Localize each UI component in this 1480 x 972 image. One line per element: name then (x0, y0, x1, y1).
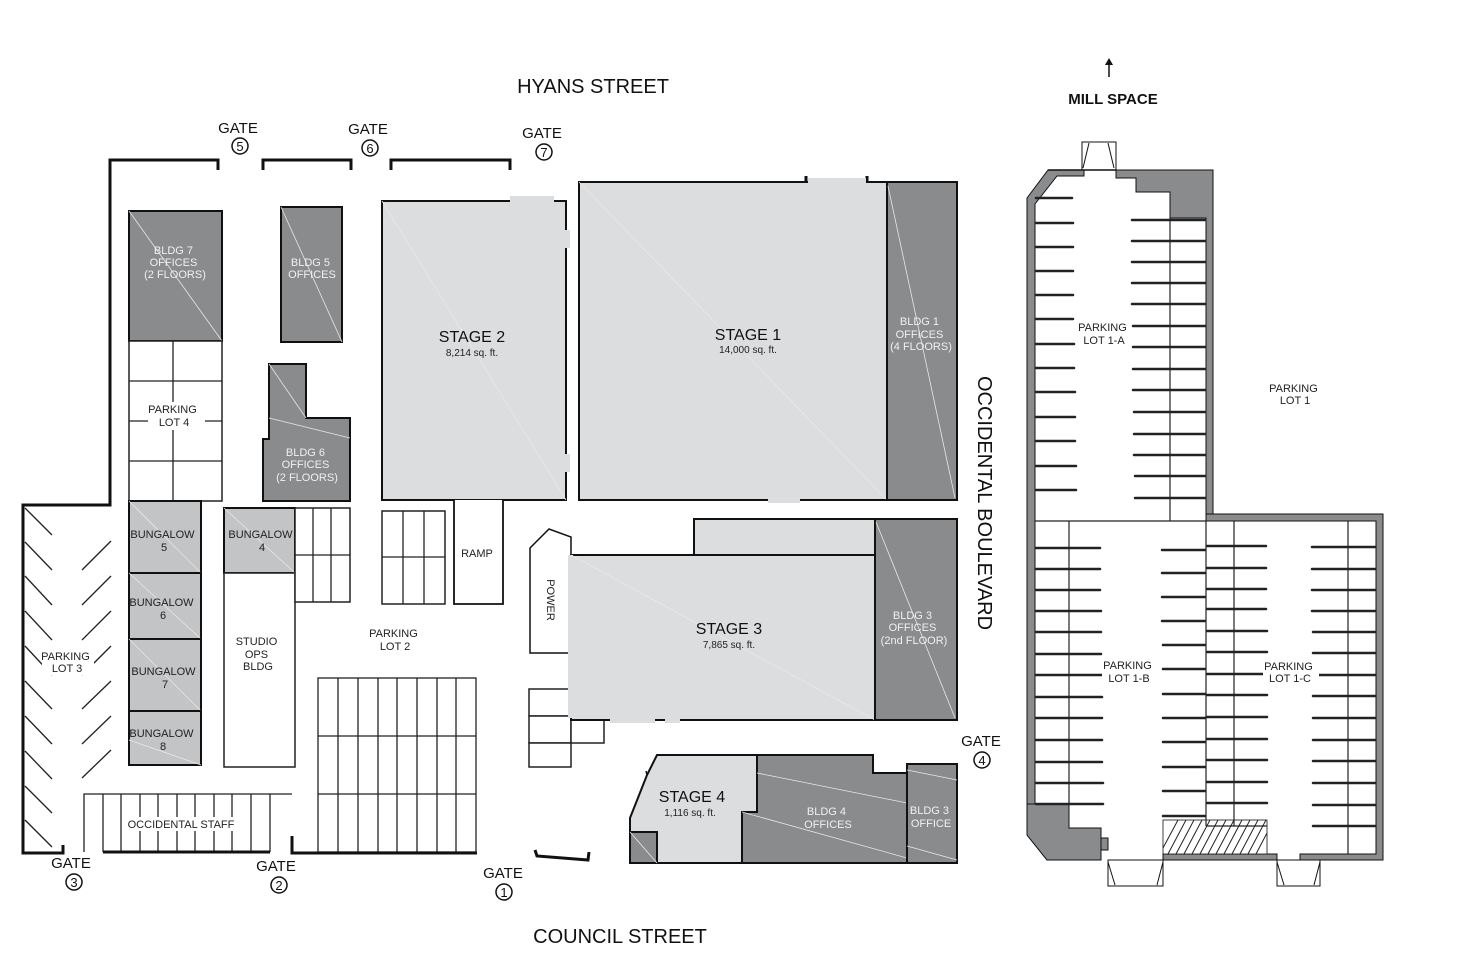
gate-number: 6 (366, 141, 373, 156)
bungalow-6[interactable]: BUNGALOW 6 (128, 572, 202, 640)
parking-lot-1a-label: PARKING LOT 1-A (1078, 322, 1130, 347)
building-label: BLDG 4 OFFICES (804, 806, 852, 831)
building-bldg-3-office[interactable]: BLDG 3 OFFICE (906, 763, 958, 864)
arrow-up-icon-head (1105, 58, 1113, 65)
stage-title: STAGE 1 (715, 327, 781, 344)
building-label: BLDG 1 OFFICES (4 FLOORS) (890, 316, 952, 353)
building-label: BLDG 3 OFFICE (910, 805, 952, 830)
mill-space-label: MILL SPACE (1068, 91, 1157, 108)
gate-label: GATE (348, 121, 388, 138)
stage-area: 1,116 sq. ft. (664, 808, 716, 819)
gate-number: 5 (236, 139, 243, 154)
gate-2[interactable]: GATE 2 (256, 858, 296, 894)
street-council: COUNCIL STREET (533, 926, 707, 948)
gate-4[interactable]: GATE 4 (961, 733, 1001, 769)
parking-lot-1c-label: PARKING LOT 1-C (1264, 661, 1316, 685)
stage-area: 7,865 sq. ft. (703, 640, 755, 651)
gate-number: 2 (275, 878, 282, 893)
parking-stalls-grid (294, 507, 351, 603)
building-label: BLDG 3 OFFICES (2nd FLOOR) (881, 610, 948, 647)
bungalow-7[interactable]: BUNGALOW 7 (128, 638, 202, 712)
studio-ops-building[interactable]: STUDIO OPS BLDG (223, 572, 296, 768)
bungalow-label: BUNGALOW 4 (228, 529, 295, 554)
building-label: STUDIO OPS BLDG (236, 636, 281, 673)
street-occidental-boulevard: OCCIDENTAL BOULEVARD (973, 376, 995, 630)
gate-label: GATE (961, 733, 1001, 750)
parking-stalls-grid (381, 510, 446, 605)
stage-title: STAGE 3 (696, 621, 762, 638)
stage-area: 8,214 sq. ft. (446, 348, 498, 359)
bungalow-label: BUNGALOW 6 (129, 597, 196, 622)
parking-lot-label: PARKING LOT 4 (148, 404, 200, 429)
building-bldg-6[interactable]: BLDG 6 OFFICES (2 FLOORS) (262, 363, 351, 502)
ramp[interactable]: RAMP (453, 500, 504, 605)
parking-lot-label: PARKING LOT 2 (369, 628, 421, 653)
gate-number: 1 (500, 885, 507, 900)
building-bldg-1[interactable]: BLDG 1 OFFICES (4 FLOORS) (886, 181, 958, 501)
utility-boxes (528, 688, 605, 768)
gate-number-circle-icon (231, 137, 249, 155)
bungalow-label: BUNGALOW 7 (131, 666, 198, 691)
gate-label: GATE (522, 125, 562, 142)
bungalow-8[interactable]: BUNGALOW 8 (128, 710, 202, 766)
gate-number-circle-icon (535, 143, 553, 161)
stage-1[interactable]: STAGE 1 14,000 sq. ft. (578, 178, 888, 503)
power-label: POWER (544, 579, 556, 621)
bungalow-4[interactable]: BUNGALOW 4 (223, 507, 296, 574)
parking-lot-4[interactable]: PARKING LOT 4 (128, 340, 223, 502)
mill-space-marker: MILL SPACE (1068, 58, 1158, 108)
parking-lot-2[interactable]: PARKING LOT 2 (292, 628, 477, 855)
stage-2[interactable]: STAGE 2 8,214 sq. ft. (381, 196, 570, 501)
parking-occidental-staff[interactable]: OCCIDENTAL STAFF (83, 793, 292, 854)
parking-lot-1[interactable]: PARKING LOT 1-A PARKING LOT 1 PARKING LO… (1026, 141, 1384, 887)
gate-number: 7 (540, 145, 547, 160)
stalls-lot-1c-left (1205, 544, 1269, 805)
parking-lot-3[interactable]: PARKING LOT 3 (24, 507, 112, 848)
building-label: BLDG 5 OFFICES (288, 257, 336, 281)
gate-number-circle-icon (361, 139, 379, 157)
street-hyans: HYANS STREET (517, 76, 669, 98)
parking-lot-1-label: PARKING LOT 1 (1269, 383, 1321, 407)
gate-number-circle-icon (65, 873, 83, 891)
building-bldg-4[interactable]: BLDG 4 OFFICES (741, 754, 908, 864)
gate-number-circle-icon (973, 751, 991, 769)
gate-number: 3 (70, 875, 77, 890)
bungalow-label: BUNGALOW 5 (130, 529, 197, 554)
gate-label: GATE (483, 865, 523, 882)
stalls-lot-1c-right (1310, 545, 1377, 828)
bungalow-5[interactable]: BUNGALOW 5 (128, 500, 202, 574)
stalls-lot-1a-left (1034, 196, 1078, 492)
gate-3[interactable]: GATE 3 (51, 855, 91, 891)
stage-area: 14,000 sq. ft. (719, 345, 777, 356)
ramp-label: RAMP (461, 548, 493, 560)
building-bldg-7[interactable]: BLDG 7 OFFICES (2 FLOORS) (128, 210, 223, 342)
bungalow-label: BUNGALOW 8 (129, 728, 196, 753)
gate-6[interactable]: GATE 6 (348, 121, 388, 157)
stalls-lot-1a-right (1130, 218, 1207, 500)
stage-title: STAGE 2 (439, 329, 505, 346)
building-bldg-3-offices[interactable]: BLDG 3 OFFICES (2nd FLOOR) (874, 518, 958, 721)
parking-lot-label: PARKING LOT 3 (41, 651, 93, 675)
building-label: BLDG 6 OFFICES (2 FLOORS) (276, 447, 338, 484)
gate-5[interactable]: GATE 5 (218, 120, 258, 155)
gate-number-circle-icon (270, 876, 288, 894)
stage-3[interactable]: STAGE 3 7,865 sq. ft. (568, 518, 876, 723)
gate-7[interactable]: GATE 7 (522, 125, 562, 161)
power-building[interactable]: POWER (529, 528, 572, 654)
gate-1[interactable]: GATE 1 (483, 865, 523, 901)
stalls-lot-1b-right (1160, 548, 1207, 818)
parking-lot-label: OCCIDENTAL STAFF (128, 819, 235, 831)
stage-4[interactable]: STAGE 4 1,116 sq. ft. (629, 754, 758, 864)
stalls-lot-1b-left (1034, 546, 1105, 806)
gate-number-circle-icon (495, 883, 513, 901)
gate-label: GATE (51, 855, 91, 872)
gate-label: GATE (256, 858, 296, 875)
gate-number: 4 (978, 753, 985, 768)
stage-title: STAGE 4 (659, 789, 725, 806)
building-label: BLDG 7 OFFICES (2 FLOORS) (144, 245, 206, 281)
building-bldg-5[interactable]: BLDG 5 OFFICES (280, 206, 343, 343)
gate-label: GATE (218, 120, 258, 137)
parking-lot-1b-label: PARKING LOT 1-B (1103, 660, 1155, 685)
hatched-area (1162, 819, 1268, 855)
